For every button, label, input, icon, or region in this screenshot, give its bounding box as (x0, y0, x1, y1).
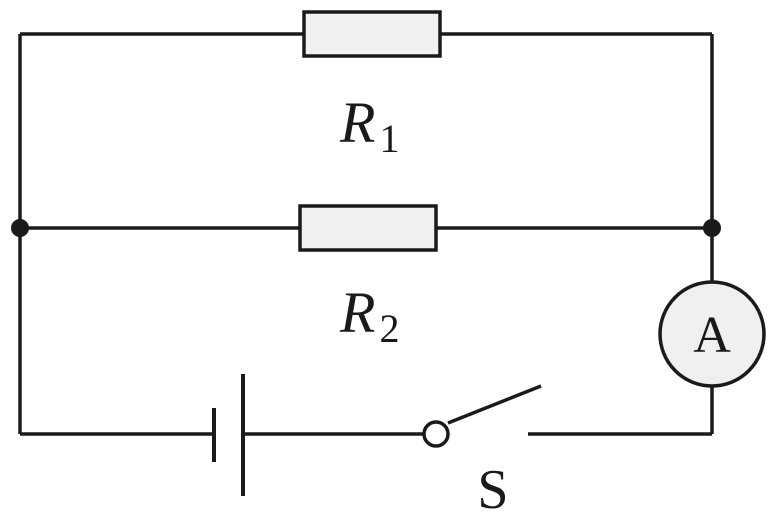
label-r2-sub: 2 (379, 306, 399, 351)
label-switch: S (477, 459, 508, 521)
label-r2-main: R (339, 280, 375, 345)
switch-pivot (422, 420, 450, 448)
label-r1-sub: 1 (379, 116, 399, 161)
resistor-r2 (298, 204, 438, 252)
switch-blade (447, 384, 542, 425)
label-r1-main: R (339, 90, 375, 155)
resistor-r1 (302, 10, 442, 58)
bottom-branch: S (18, 228, 712, 521)
ammeter: A (658, 228, 766, 434)
ammeter-symbol: A (693, 307, 731, 364)
